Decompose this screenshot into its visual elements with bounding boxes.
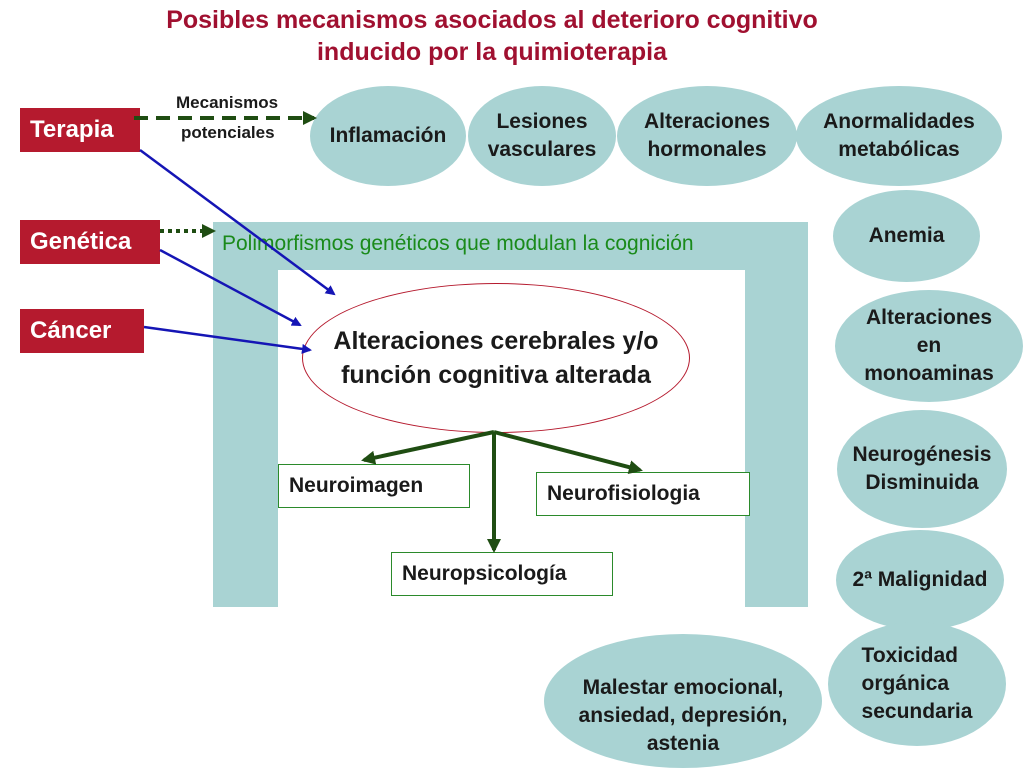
title-line-1: Posibles mecanismos asociados al deterio…: [166, 6, 818, 34]
mechanism-vascular-lesions: Lesiones vasculares: [468, 86, 616, 186]
central-outcome-label: Alteraciones cerebrales y/o función cogn…: [333, 327, 659, 389]
mechanism-second-malignancy: 2ª Malignidad: [836, 530, 1004, 630]
assessment-neuropsychology: Neuropsicología: [391, 552, 613, 596]
mechanism-emotional-distress: Malestar emocional, ansiedad, depresión,…: [544, 634, 822, 768]
mechanism-inflammation-label: Inflamación: [329, 124, 447, 147]
center-neuroimaging-arrow: [361, 430, 495, 465]
mechanism-metabolic: Anormalidades metabólicas: [796, 86, 1002, 186]
mechanisms-label-2: potenciales: [181, 123, 275, 142]
mechanism-metabolic-label: Anormalidades metabólicas: [823, 110, 975, 161]
cancer-center-arrow: [143, 325, 312, 354]
mechanism-monoamines: Alteraciones en monoaminas: [835, 290, 1023, 402]
polymorphism-frame-right: [745, 222, 808, 607]
cause-cancer: Cáncer: [20, 309, 144, 353]
therapy-center-arrow: [139, 148, 336, 296]
diagram-title: Posibles mecanismos asociados al deterio…: [60, 4, 924, 68]
genetics-center-arrow: [159, 248, 302, 327]
mechanism-emotional-distress-label: Malestar emocional, ansiedad, depresión,…: [578, 676, 788, 755]
cause-genetics: Genética: [20, 220, 160, 264]
center-neurophysiology-arrow: [493, 430, 643, 475]
mechanism-anemia-label: Anemia: [868, 224, 945, 247]
mechanism-organ-toxicity: Toxicidad orgánica secundaria: [828, 622, 1006, 746]
mechanism-anemia: Anemia: [833, 190, 980, 282]
mechanism-vascular-lesions-label: Lesiones vasculares: [487, 110, 597, 161]
mechanism-hormonal: Alteraciones hormonales: [617, 86, 797, 186]
central-outcome: Alteraciones cerebrales y/o función cogn…: [302, 283, 690, 433]
polymorphisms-label: Polimorfismos genéticos que modulan la c…: [222, 232, 694, 255]
mechanism-inflammation: Inflamación: [310, 86, 466, 186]
cause-therapy: Terapia: [20, 108, 140, 152]
mechanism-neurogenesis-label: Neurogénesis Disminuida: [852, 443, 992, 494]
assessment-neurophysiology: Neurofisiologia: [536, 472, 750, 516]
mechanism-monoamines-label: Alteraciones en monoaminas: [864, 306, 994, 385]
mechanism-organ-toxicity-label: Toxicidad orgánica secundaria: [861, 644, 973, 723]
mechanisms-label-1: Mecanismos: [176, 93, 279, 112]
title-line-2: inducido por la quimioterapia: [316, 38, 668, 66]
assessment-neuroimaging: Neuroimagen: [278, 464, 470, 508]
polymorphism-frame-top: [213, 222, 808, 270]
mechanism-neurogenesis: Neurogénesis Disminuida: [837, 410, 1007, 528]
mechanism-second-malignancy-label: 2ª Malignidad: [852, 568, 988, 591]
polymorphism-frame-left: [213, 222, 278, 607]
mechanism-hormonal-label: Alteraciones hormonales: [643, 110, 771, 161]
